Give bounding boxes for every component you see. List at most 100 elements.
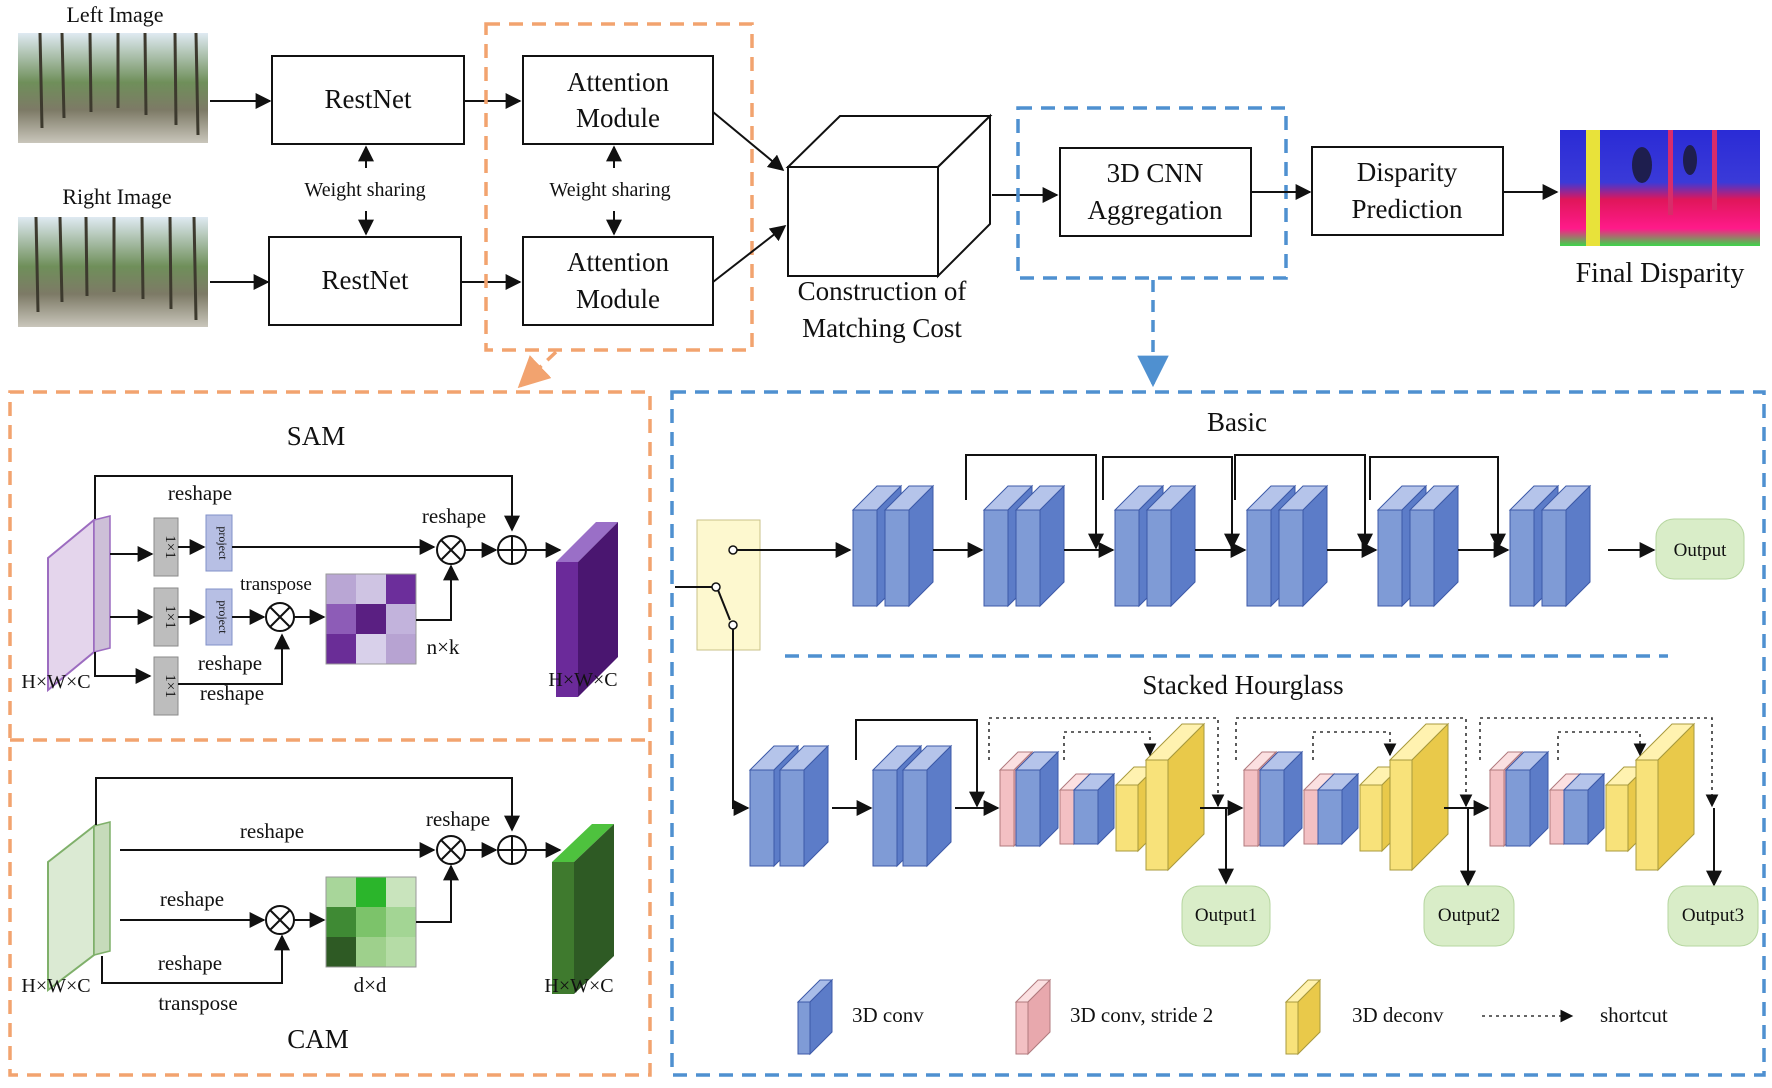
- output2-node: [1423, 885, 1515, 947]
- sam-nk-label: n×k: [427, 635, 460, 659]
- output1-label: Output1: [1195, 905, 1257, 926]
- legend: 3D conv 3D conv, stride 2 3D deconv shor…: [796, 978, 1668, 1056]
- legend-conv-label: 3D conv: [852, 1003, 924, 1027]
- legend-stride-label: 3D conv, stride 2: [1070, 1003, 1213, 1027]
- cam-input-block: [47, 821, 111, 993]
- hg-conv-block-1b: [778, 744, 830, 868]
- hourglass-title: Stacked Hourglass: [1142, 670, 1343, 700]
- cnn-aggregation-box: [1059, 147, 1252, 237]
- sam-reshape-label-1: reshape: [168, 481, 232, 505]
- legend-deconv-label: 3D deconv: [1352, 1003, 1444, 1027]
- sam-reshape-label-2: reshape: [198, 651, 262, 675]
- sam-project-1: [205, 514, 233, 572]
- weight-sharing-label-1: Weight sharing: [304, 179, 425, 201]
- basic-output-label: Output: [1674, 540, 1728, 561]
- restnet-label-bottom: RestNet: [322, 265, 409, 295]
- sam-input-dim: H×W×C: [21, 671, 90, 693]
- hg2-deconv-block-2: [1388, 722, 1450, 872]
- cam-add-op: [497, 835, 527, 865]
- basic-conv-block-1b: [883, 484, 935, 608]
- cost-volume-cube: [785, 113, 993, 279]
- legend-deconv-swatch: [1284, 978, 1322, 1056]
- cam-reshape-label-1: reshape: [240, 819, 304, 843]
- svg-text:1×1: 1×1: [162, 535, 178, 558]
- attention-module-bottom: [522, 236, 714, 326]
- left-image-label: Left Image: [66, 2, 163, 27]
- sam-input-block: [47, 515, 111, 693]
- sam-multiply-op-2: [436, 535, 466, 565]
- cam-reshape-label-3: reshape: [158, 951, 222, 975]
- sam-output-block: [556, 522, 618, 697]
- basic-conv-block-5b: [1408, 484, 1460, 608]
- cnn-label-1: 3D CNN: [1107, 158, 1204, 188]
- final-disparity-label: Final Disparity: [1576, 258, 1745, 289]
- cam-attention-map: [325, 876, 417, 968]
- basic-title: Basic: [1207, 407, 1267, 437]
- output3-node: [1667, 885, 1759, 947]
- hg2-conv-block-1: [1258, 750, 1304, 848]
- cost-label-2: Matching Cost: [802, 313, 962, 343]
- attention-label-bottom-1: Attention: [567, 247, 669, 277]
- hg3-deconv-block-2: [1634, 722, 1696, 872]
- sam-project-2: [205, 588, 233, 646]
- attention-dashed-region: [484, 22, 754, 352]
- svg-text:project: project: [216, 526, 230, 560]
- sam-multiply-op-1: [265, 602, 295, 632]
- right-image: [18, 216, 208, 327]
- attention-module-top: [522, 55, 714, 145]
- restnet-box-top: [271, 55, 465, 145]
- sam-output-dim: H×W×C: [548, 669, 617, 691]
- mode-switch: [675, 519, 761, 651]
- basic-conv-block-6b: [1540, 484, 1592, 608]
- cam-input-dim: H×W×C: [21, 975, 90, 997]
- cam-output-dim: H×W×C: [544, 975, 613, 997]
- cam-transpose-label: transpose: [158, 991, 237, 1015]
- hg3-conv-block-2: [1562, 772, 1606, 846]
- output2-label: Output2: [1438, 905, 1500, 926]
- hg-conv-block-2b: [901, 744, 953, 868]
- sam-attention-map: [325, 573, 417, 665]
- weight-sharing-label-2: Weight sharing: [549, 179, 670, 201]
- svg-text:project: project: [216, 600, 230, 634]
- legend-conv-swatch: [796, 978, 834, 1056]
- attention-label-bottom-2: Module: [576, 284, 660, 314]
- attention-label-top-2: Module: [576, 103, 660, 133]
- left-image: [18, 32, 208, 143]
- top-pipeline: Left Image Right Image RestNet: [18, 2, 1760, 389]
- legend-shortcut-label: shortcut: [1600, 1003, 1668, 1027]
- cam-multiply-op-2: [436, 835, 466, 865]
- disp-label-2: Prediction: [1352, 194, 1463, 224]
- basic-conv-block-4b: [1277, 484, 1329, 608]
- sam-title: SAM: [287, 421, 346, 451]
- basic-conv-block-3b: [1145, 484, 1197, 608]
- cost-label-1: Construction of: [798, 276, 967, 306]
- svg-text:1×1: 1×1: [162, 674, 178, 697]
- hg1-conv-block-1: [1014, 750, 1060, 848]
- hg2-conv-block-2: [1316, 772, 1360, 846]
- sam-conv-3: [153, 656, 179, 716]
- hg1-deconv-block-2: [1144, 722, 1206, 872]
- sam-transpose-label: transpose: [240, 574, 312, 595]
- sam-reshape-label-4: reshape: [422, 504, 486, 528]
- hg3-conv-block-1: [1504, 750, 1550, 848]
- attention-detail-panel: SAM H×W×C 1×1 1×1 1×1 project project re…: [8, 390, 652, 1077]
- hg1-conv-block-2: [1072, 772, 1116, 846]
- right-image-label: Right Image: [62, 184, 171, 209]
- attention-label-top-1: Attention: [567, 67, 669, 97]
- sam-conv-1: [153, 517, 179, 577]
- cnn-detail-panel: Basic Stacked Hourglass Output: [670, 390, 1766, 1077]
- cam-dd-label: d×d: [354, 973, 387, 997]
- basic-conv-block-2b: [1014, 484, 1066, 608]
- final-disparity-image: [1560, 130, 1760, 246]
- sam-add-op: [497, 535, 527, 565]
- cam-multiply-op-1: [265, 905, 295, 935]
- cnn-label-2: Aggregation: [1088, 195, 1223, 225]
- basic-output-node: [1655, 518, 1745, 580]
- restnet-label-top: RestNet: [325, 84, 412, 114]
- output3-label: Output3: [1682, 905, 1744, 926]
- legend-stride-swatch: [1014, 978, 1052, 1056]
- cam-output-block: [552, 824, 614, 994]
- cam-reshape-label-4: reshape: [426, 807, 490, 831]
- svg-text:1×1: 1×1: [162, 605, 178, 628]
- cam-reshape-label-2: reshape: [160, 887, 224, 911]
